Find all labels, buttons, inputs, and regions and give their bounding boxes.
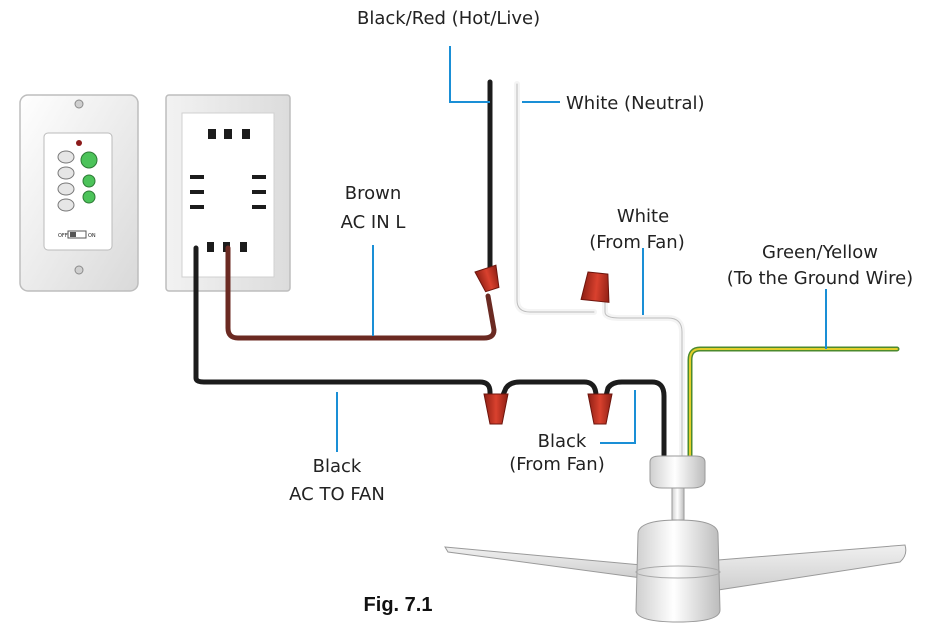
power-slide-knob: [70, 232, 76, 237]
brown-ac-in-wire: [225, 245, 497, 341]
wire-nut-hot: [474, 264, 500, 293]
fan-blade-right: [717, 544, 907, 591]
label-neutral: White (Neutral): [566, 93, 705, 114]
wire-nut-black-1: [483, 393, 509, 425]
light-button[interactable]: [80, 151, 98, 169]
label-black-ac: Black: [313, 456, 362, 477]
fan-speed-button[interactable]: [57, 182, 75, 196]
terminal-slot: [242, 129, 250, 139]
fan-downrod: [671, 487, 685, 521]
light-buttons: [80, 151, 98, 204]
wires: [193, 79, 900, 465]
leader-black-fan: [600, 390, 636, 444]
label-hot-live: Black/Red (Hot/Live): [357, 8, 540, 29]
label-green-yellow: Green/Yellow: [762, 242, 878, 263]
label-white-from-fan-1: White: [617, 206, 669, 227]
wall-control: OFF ON: [19, 94, 139, 292]
side-slots: [190, 175, 266, 209]
light-dim-button[interactable]: [82, 190, 96, 204]
black-ac-to-fan-wire: [193, 245, 493, 405]
fan-speed-button[interactable]: [57, 198, 75, 212]
black-fan-wire: [603, 379, 667, 465]
wire-nuts: [474, 264, 613, 425]
top-terminals: [208, 129, 250, 139]
label-black-from-fan-2: (From Fan): [509, 454, 605, 475]
label-black-from-fan-1: Black: [538, 431, 587, 452]
terminal-slot: [224, 129, 232, 139]
fan-motor-housing: [635, 519, 721, 623]
neutral-wire-outline: [516, 83, 595, 313]
plate-screw-top: [74, 99, 84, 109]
fan-speed-buttons: [57, 150, 75, 212]
white-fan-wire-outline: [604, 299, 683, 463]
wire-nut-neutral: [580, 271, 610, 303]
switch-off-label: OFF: [58, 233, 68, 239]
label-to-ground: (To the Ground Wire): [727, 268, 913, 289]
neutral-wire: [514, 81, 597, 315]
black-jumper-wire: [497, 379, 599, 405]
power-slide-switch[interactable]: [67, 230, 87, 239]
switch-on-label: ON: [88, 233, 96, 239]
indicator-led: [76, 140, 82, 146]
label-ac-to-fan: AC TO FAN: [289, 484, 385, 505]
fan-button[interactable]: [57, 150, 75, 164]
ground-wire-green: [687, 346, 900, 465]
terminal-slot: [208, 129, 216, 139]
ground-wire-yellow: [689, 348, 898, 463]
labels: Black/Red (Hot/Live) White (Neutral) Bro…: [289, 8, 913, 616]
plate-screw-bottom: [74, 265, 84, 275]
leader-hot-live: [449, 46, 490, 103]
fan-canopy: [649, 455, 706, 489]
wire-nut-black-2: [587, 393, 613, 425]
fan-speed-button[interactable]: [57, 166, 75, 180]
label-brown: Brown: [345, 183, 402, 204]
label-white-from-fan-2: (From Fan): [589, 232, 685, 253]
label-ac-in-l: AC IN L: [341, 212, 406, 233]
light-dim-button[interactable]: [82, 174, 96, 188]
fan-motor-ring: [635, 565, 721, 579]
fan-blade-left: [444, 546, 643, 579]
ceiling-fan: [444, 455, 907, 623]
figure-caption: Fig. 7.1: [364, 594, 433, 616]
leader-lines: [336, 46, 827, 452]
